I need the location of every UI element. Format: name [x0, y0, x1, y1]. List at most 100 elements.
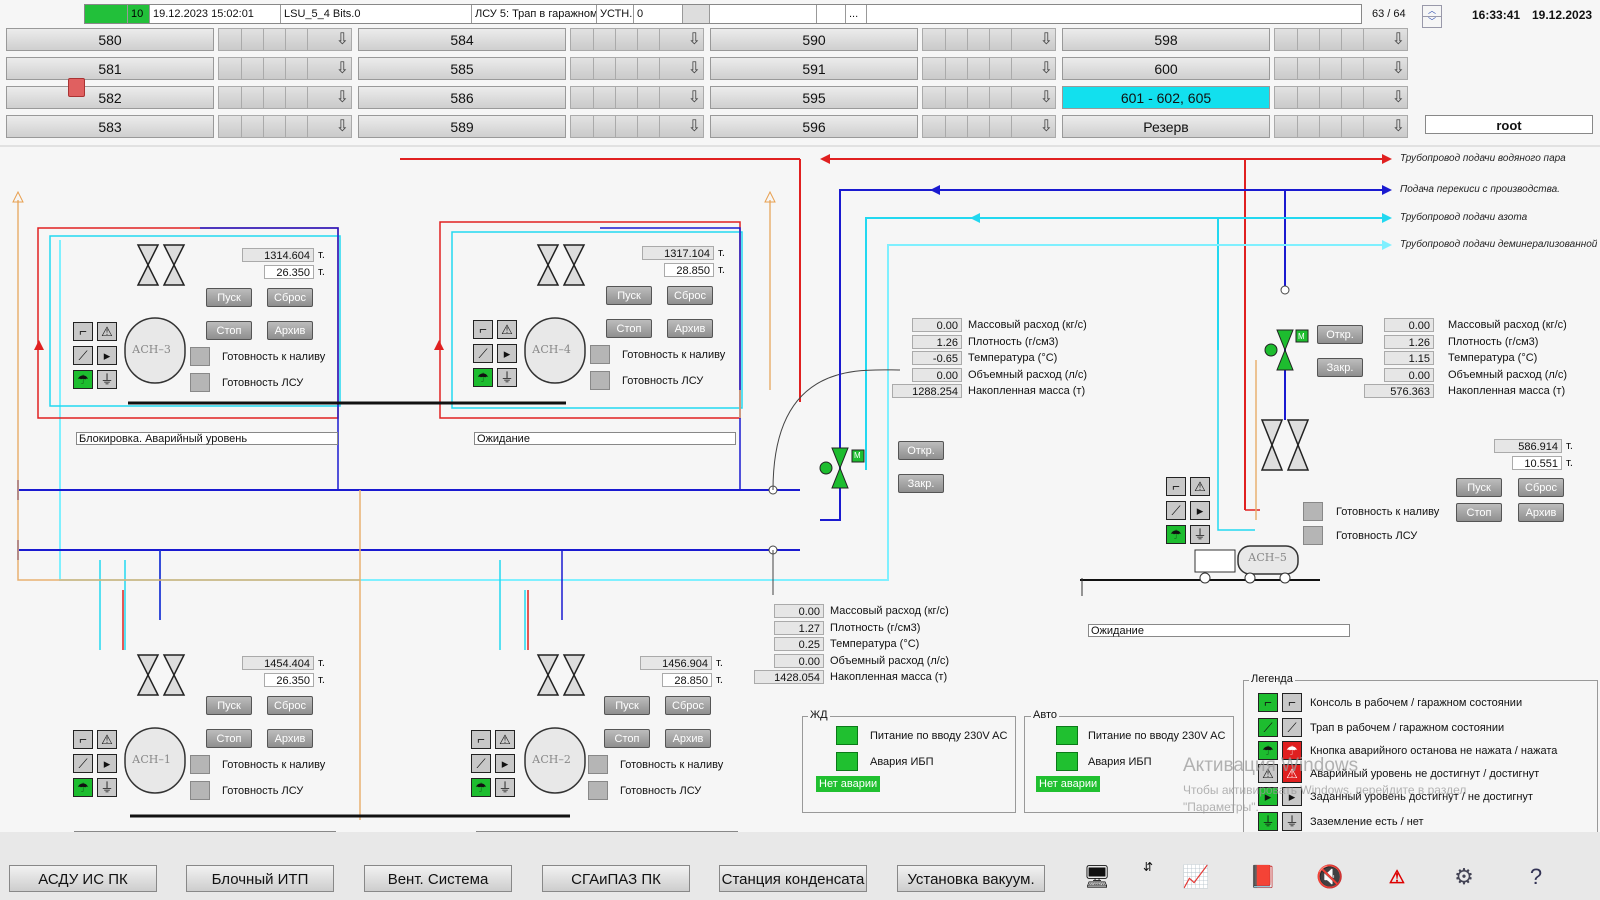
ach2-reset-button[interactable]: Сброс	[665, 696, 711, 715]
ach4-archive-button[interactable]: Архив	[667, 319, 713, 338]
ach4-start-button[interactable]: Пуск	[606, 286, 652, 305]
ach2-archive-button[interactable]: Архив	[665, 729, 711, 748]
ach2-stop-button[interactable]: Стоп	[604, 729, 650, 748]
ach5-start-button[interactable]: Пуск	[1456, 478, 1502, 497]
valve-right-close-button[interactable]: Закр.	[1317, 358, 1363, 377]
station-open-arrow-icon[interactable]: ⇩	[1391, 31, 1405, 48]
station-open-arrow-icon[interactable]: ⇩	[687, 118, 701, 135]
ach1-start-button[interactable]: Пуск	[206, 696, 252, 715]
station-open-arrow-icon[interactable]: ⇩	[687, 60, 701, 77]
station-button-3-1[interactable]: 600	[1062, 57, 1270, 80]
legend-estop-icon: ☂	[1282, 741, 1302, 760]
valve-right-open-button[interactable]: Откр.	[1317, 325, 1363, 344]
station-button-2-0[interactable]: 590	[710, 28, 918, 51]
station-button-0-3[interactable]: 583	[6, 115, 214, 138]
station-open-arrow-icon[interactable]: ⇩	[1039, 60, 1053, 77]
power-group-zd	[802, 716, 1016, 813]
meter-right-value-4: 576.363	[1364, 384, 1434, 398]
station-open-arrow-icon[interactable]: ⇩	[335, 89, 349, 106]
station-button-0-0[interactable]: 580	[6, 28, 214, 51]
station-button-2-1[interactable]: 591	[710, 57, 918, 80]
ach4-reset-button[interactable]: Сброс	[667, 286, 713, 305]
ach1-archive-button[interactable]: Архив	[267, 729, 313, 748]
ach5-reset-button[interactable]: Сброс	[1518, 478, 1564, 497]
station-open-arrow-icon[interactable]: ⇩	[1039, 89, 1053, 106]
station-button-1-1[interactable]: 585	[358, 57, 566, 80]
event-status-bar[interactable]: 10 19.12.2023 15:02:01 LSU_5_4 Bits.0 ЛС…	[84, 4, 1362, 24]
meter-top-label-3: Объемный расход (л/с)	[968, 368, 1087, 381]
station-open-arrow-icon[interactable]: ⇩	[1391, 118, 1405, 135]
station-open-arrow-icon[interactable]: ⇩	[687, 89, 701, 106]
meter-top-value-3: 0.00	[912, 367, 962, 382]
valve-center-close-button[interactable]: Закр.	[898, 474, 944, 493]
ach2-warning-triangle-icon: ⚠	[495, 730, 515, 749]
ach1-reset-button[interactable]: Сброс	[267, 696, 313, 715]
mute-icon[interactable]: 🔇	[1316, 864, 1344, 889]
ach2-start-button[interactable]: Пуск	[604, 696, 650, 715]
ach5-stop-button[interactable]: Стоп	[1456, 503, 1502, 522]
meter-bottom-label-4: Накопленная масса (т)	[830, 671, 948, 683]
ach1-stop-button[interactable]: Стоп	[206, 729, 252, 748]
station-open-arrow-icon[interactable]: ⇩	[335, 31, 349, 48]
bottom-nav-button[interactable]: Вент. Система	[364, 865, 512, 892]
bottom-nav-button[interactable]: СГАиПАЗ ПК	[542, 865, 690, 892]
station-button-3-2[interactable]: 601 - 602, 605	[1062, 86, 1270, 109]
valve-center-open-button[interactable]: Откр.	[898, 441, 944, 460]
station-open-arrow-icon[interactable]: ⇩	[1039, 31, 1053, 48]
station-open-arrow-icon[interactable]: ⇩	[1039, 118, 1053, 135]
ach3-mass-value: 1314.604	[242, 248, 314, 262]
nitrogen-arrow	[970, 213, 980, 223]
bottom-nav-button[interactable]: Блочный ИТП	[186, 865, 334, 892]
station-open-arrow-icon[interactable]: ⇩	[335, 118, 349, 135]
ach5-ready-load-indicator	[1303, 502, 1323, 521]
bottom-nav-button[interactable]: АСДУ ИС ПК	[9, 865, 157, 892]
station-button-2-2[interactable]: 595	[710, 86, 918, 109]
alarm-book-icon[interactable]: 📕	[1249, 864, 1277, 889]
ustn-value: 0	[634, 5, 683, 23]
station-button-0-1[interactable]: 581	[6, 57, 214, 80]
station-button-1-3[interactable]: 589	[358, 115, 566, 138]
meter-right-value-2: 1.15	[1384, 351, 1434, 365]
station-button-3-3[interactable]: Резерв	[1062, 115, 1270, 138]
ach2-ladder-icon: ⟋	[471, 754, 491, 773]
station-open-arrow-icon[interactable]: ⇩	[1391, 60, 1405, 77]
ach5-estop-icon: ☂	[1166, 525, 1186, 544]
station-open-arrow-icon[interactable]: ⇩	[335, 60, 349, 77]
monitor-icon[interactable]: 🖥	[1083, 864, 1111, 889]
ach3-start-button[interactable]: Пуск	[206, 288, 252, 307]
ach3-ready-lsu-indicator	[190, 373, 210, 392]
station-button-2-3[interactable]: 596	[710, 115, 918, 138]
gear-icon[interactable]: ⚙	[1454, 864, 1474, 889]
alarm-badge-icon[interactable]	[68, 78, 85, 97]
zd-ups-label: Авария ИБП	[870, 756, 934, 768]
station-button-3-0[interactable]: 598	[1062, 28, 1270, 51]
layout-switch-icon[interactable]: ⇵	[1142, 860, 1154, 874]
help-icon[interactable]: ?	[1529, 864, 1543, 889]
ach4-ready-lsu-label: Готовность ЛСУ	[622, 375, 704, 387]
trend-icon[interactable]: 📈	[1182, 864, 1210, 889]
ach4-warning-triangle-icon: ⚠	[497, 320, 517, 339]
bottom-nav-button[interactable]: Установка вакуум.	[897, 865, 1045, 892]
scroll-down-icon[interactable]: ﹀	[1422, 16, 1442, 28]
ach4-stop-button[interactable]: Стоп	[606, 319, 652, 338]
ach3-stop-button[interactable]: Стоп	[206, 321, 252, 340]
pipeline-label-steam: Трубопровод подачи водяного пара	[1400, 153, 1566, 164]
station-button-1-2[interactable]: 586	[358, 86, 566, 109]
station-status-3-1: ⇩	[1274, 57, 1408, 80]
alarm-icon[interactable]: ⚠	[1388, 867, 1406, 887]
station-open-arrow-icon[interactable]: ⇩	[687, 31, 701, 48]
station-button-0-2[interactable]: 582	[6, 86, 214, 109]
ach1-level-value: 26.350	[264, 673, 314, 687]
station-button-1-0[interactable]: 584	[358, 28, 566, 51]
bottom-nav-button[interactable]: Станция конденсата	[719, 865, 867, 892]
legend-item: Трап в рабочем / гаражном состоянии	[1310, 722, 1505, 734]
legend-estop-icon: ☂	[1258, 741, 1278, 760]
ach3-archive-button[interactable]: Архив	[267, 321, 313, 340]
ellipsis-button[interactable]: ...	[846, 5, 867, 23]
ach4-ground-icon: ⏚	[497, 368, 517, 387]
ach5-archive-button[interactable]: Архив	[1518, 503, 1564, 522]
auto-ups-label: Авария ИБП	[1088, 756, 1152, 768]
alarm-indicator	[85, 5, 128, 23]
station-open-arrow-icon[interactable]: ⇩	[1391, 89, 1405, 106]
ach3-reset-button[interactable]: Сброс	[267, 288, 313, 307]
